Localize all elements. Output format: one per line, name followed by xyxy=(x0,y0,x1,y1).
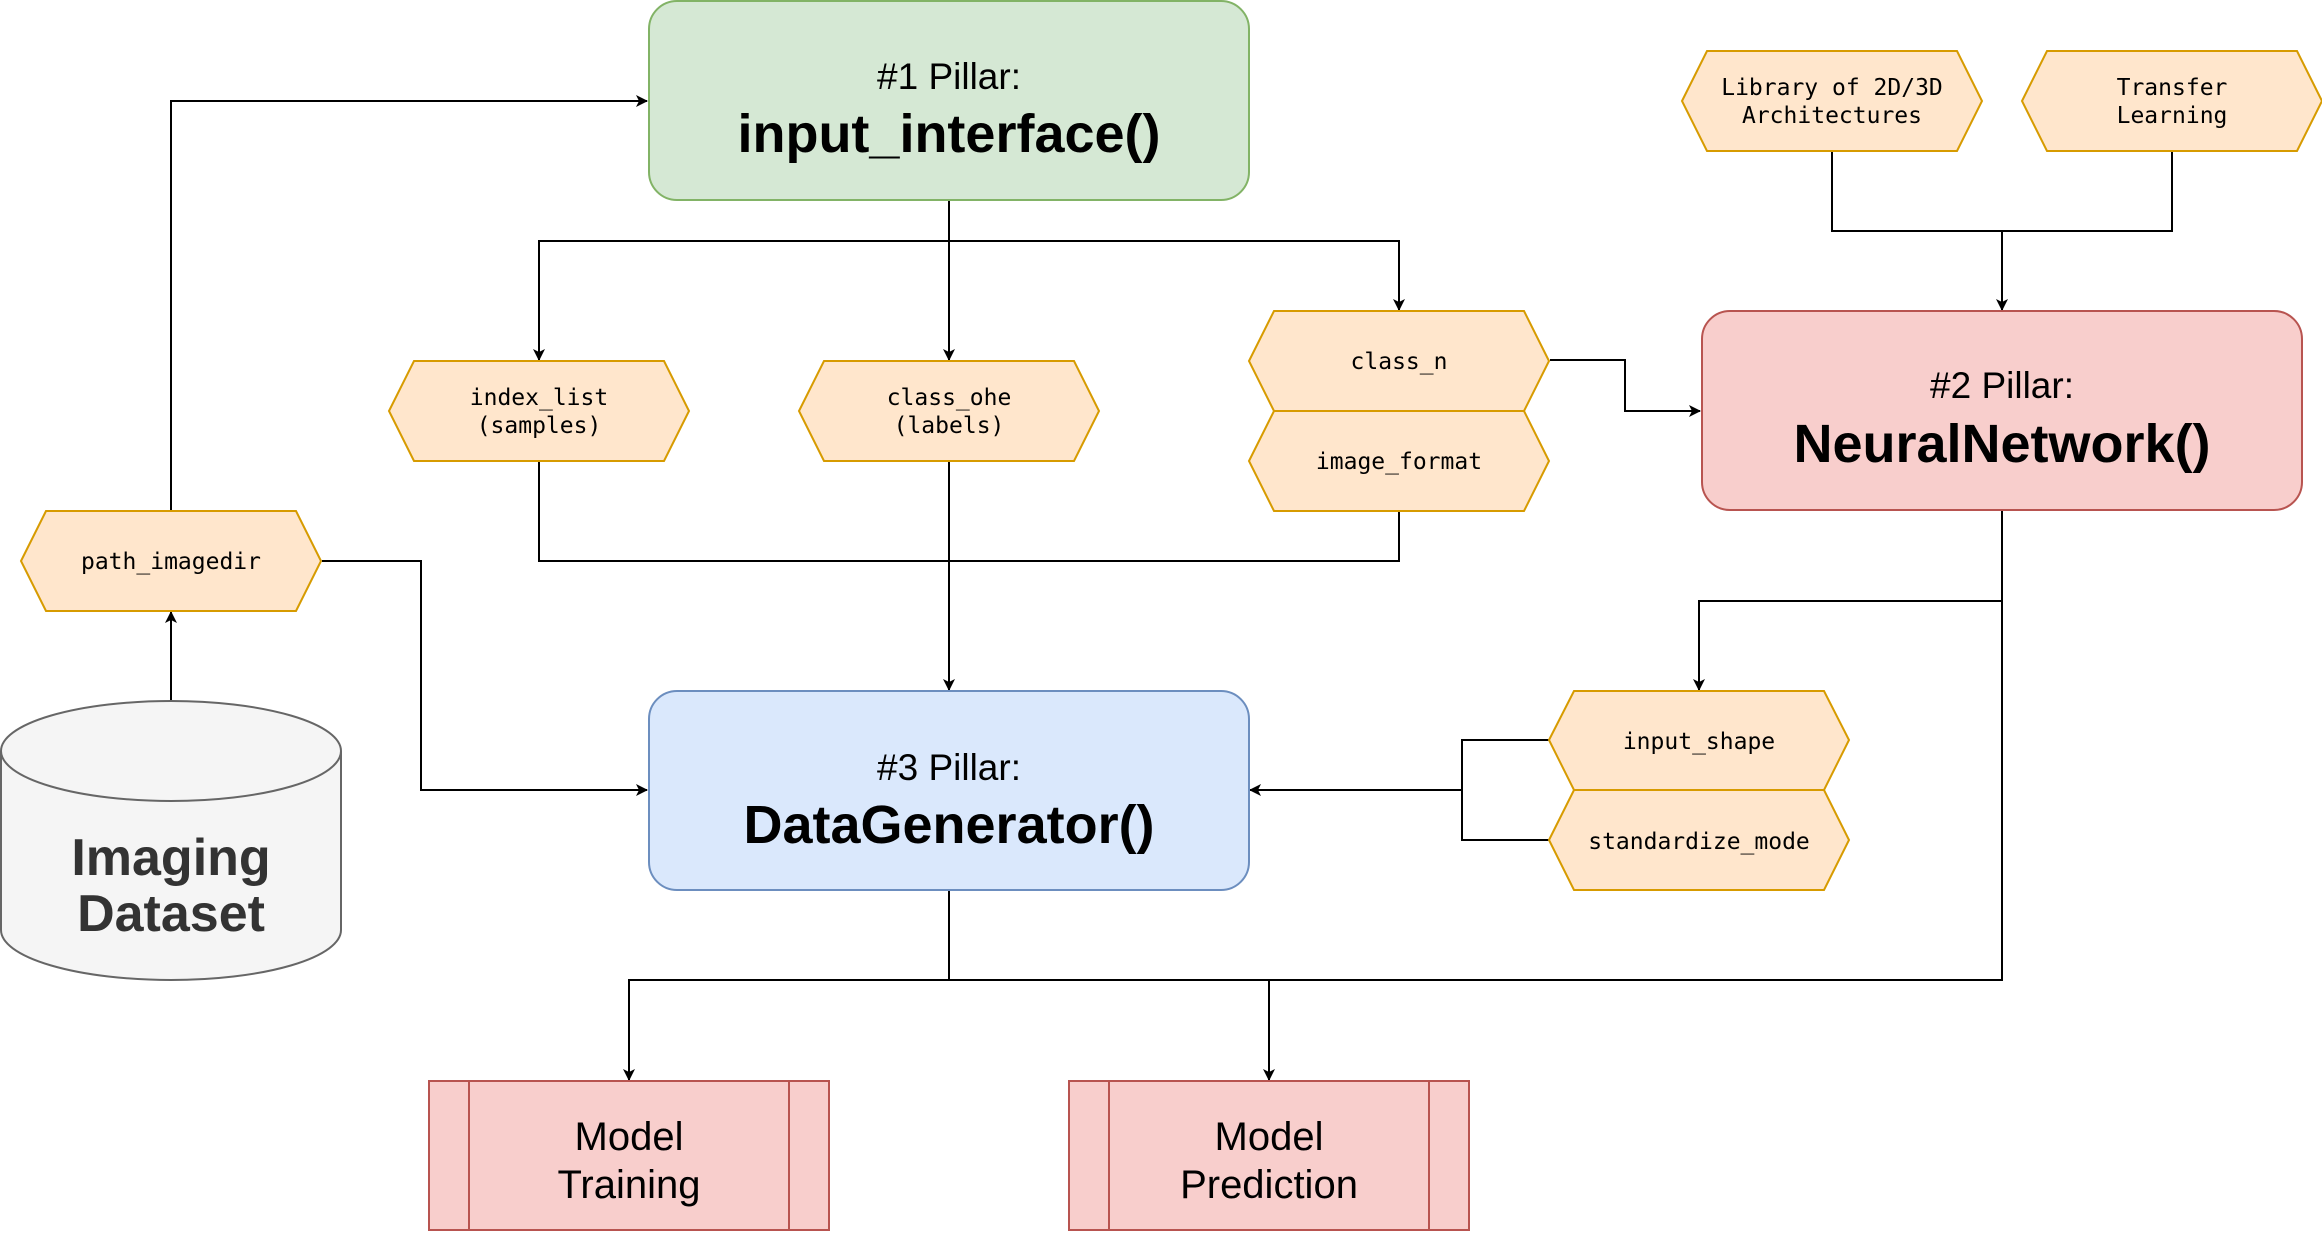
pillar-input-interface-func: input_interface() xyxy=(737,104,1160,164)
output-model-training-line1: Model xyxy=(575,1115,684,1159)
param-standardize-mode: standardize_mode xyxy=(1547,789,1851,891)
output-model-prediction-box xyxy=(1068,1080,1470,1231)
param-index-list-line2: (samples) xyxy=(477,413,602,439)
output-model-training-box xyxy=(428,1080,830,1231)
param-transfer-learning-line1: Transfer xyxy=(2117,75,2228,101)
edge-class-n-to-neural-network xyxy=(1550,359,1701,417)
edge-input-interface-to-class-n xyxy=(949,240,1405,311)
output-model-training-line2: Training xyxy=(557,1163,700,1207)
pillar-data-generator-label: #3 Pillar: xyxy=(877,747,1021,788)
output-model-training: Model Training xyxy=(428,1080,830,1231)
param-input-shape: input_shape xyxy=(1547,690,1851,791)
pillar-input-interface: #1 Pillar: input_interface() xyxy=(648,0,1250,201)
param-transfer-learning-shape xyxy=(2020,50,2322,152)
param-path-imagedir: path_imagedir xyxy=(19,510,323,612)
param-image-format-shape xyxy=(1247,410,1551,512)
edges xyxy=(165,95,2173,1081)
output-model-prediction: Model Prediction xyxy=(1068,1080,1470,1231)
param-transfer-learning: Transfer Learning xyxy=(2020,50,2322,152)
param-standardize-mode-shape xyxy=(1547,789,1851,891)
dataset-title-line2: Dataset xyxy=(77,885,265,943)
pillar-neural-network-label: #2 Pillar: xyxy=(1930,365,2074,406)
edge-to-model-training xyxy=(623,979,949,1081)
param-path-imagedir-text: path_imagedir xyxy=(81,549,261,575)
pillar-input-interface-label: #1 Pillar: xyxy=(877,56,1021,97)
param-index-list-line1: index_list xyxy=(470,385,608,411)
param-library-architectures-shape xyxy=(1680,50,1984,152)
edge-neural-network-to-input-shape xyxy=(1693,511,2003,691)
param-class-ohe-line1: class_ohe xyxy=(887,385,1012,411)
param-index-list-shape xyxy=(387,360,691,462)
edge-transfer-join xyxy=(2002,151,2173,232)
edge-image-format-join xyxy=(949,511,1400,562)
param-image-format: image_format xyxy=(1247,410,1551,512)
pillar-neural-network: #2 Pillar: NeuralNetwork() xyxy=(1701,310,2303,511)
param-class-n: class_n xyxy=(1247,310,1551,412)
pillar-data-generator-func: DataGenerator() xyxy=(743,795,1154,855)
param-library-architectures-line1: Library of 2D/3D xyxy=(1721,75,1943,101)
param-index-list: index_list (samples) xyxy=(387,360,691,462)
param-class-ohe-line2: (labels) xyxy=(894,413,1005,439)
pillar-input-interface-box xyxy=(648,0,1250,201)
param-library-architectures: Library of 2D/3D Architectures xyxy=(1680,50,1984,152)
dataset-cylinder-body xyxy=(0,751,342,981)
param-transfer-learning-line2: Learning xyxy=(2117,103,2228,129)
edge-input-shape-join xyxy=(1461,739,1549,841)
edge-library-join xyxy=(1831,151,2002,232)
edge-neural-network-to-outputs xyxy=(1269,601,2003,981)
imaging-dataset: Imaging Dataset xyxy=(0,700,342,981)
param-standardize-mode-text: standardize_mode xyxy=(1588,829,1810,855)
pillar-data-generator-box xyxy=(648,690,1250,891)
dataset-title-line1: Imaging xyxy=(71,829,270,887)
param-image-format-text: image_format xyxy=(1316,449,1482,475)
edge-input-interface-to-index-list xyxy=(533,240,949,361)
pillar-neural-network-func: NeuralNetwork() xyxy=(1793,414,2210,474)
param-class-ohe-shape xyxy=(797,360,1101,462)
param-input-shape-text: input_shape xyxy=(1623,729,1775,755)
edge-path-to-data-generator xyxy=(322,560,648,796)
edge-index-list-join xyxy=(538,461,949,562)
edge-to-model-prediction xyxy=(949,979,1275,1081)
output-model-prediction-line1: Model xyxy=(1215,1115,1324,1159)
dataset-cylinder-top xyxy=(0,700,342,802)
param-library-architectures-line2: Architectures xyxy=(1742,103,1922,129)
output-model-prediction-line2: Prediction xyxy=(1180,1163,1358,1207)
param-class-ohe: class_ohe (labels) xyxy=(797,360,1101,462)
pillar-data-generator: #3 Pillar: DataGenerator() xyxy=(648,690,1250,891)
param-path-imagedir-shape xyxy=(19,510,323,612)
pillar-neural-network-box xyxy=(1701,310,2303,511)
edge-path-to-input-interface xyxy=(170,95,648,512)
param-class-n-text: class_n xyxy=(1351,349,1448,375)
